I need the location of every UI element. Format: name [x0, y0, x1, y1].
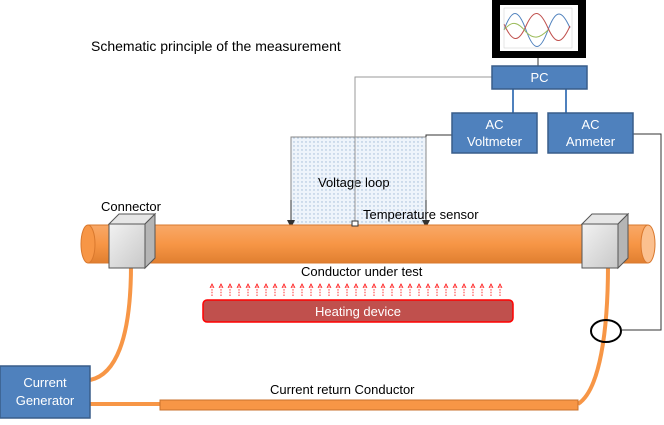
- current-return-label: Current return Conductor: [270, 382, 415, 397]
- heat-arrow: [434, 283, 440, 296]
- ammeter-label-line1: AC: [581, 117, 599, 132]
- heat-arrow: [227, 283, 233, 296]
- heat-arrow: [497, 283, 503, 296]
- heat-arrow: [425, 283, 431, 296]
- heat-arrow: [317, 283, 323, 296]
- heating-device-label: Heating device: [315, 304, 401, 319]
- heat-arrows: [209, 283, 503, 296]
- heat-arrow: [443, 283, 449, 296]
- heat-arrow: [254, 283, 260, 296]
- heat-arrow: [326, 283, 332, 296]
- heat-arrow: [416, 283, 422, 296]
- voltage-loop-area: [290, 136, 427, 228]
- heat-arrow: [272, 283, 278, 296]
- heat-arrow: [308, 283, 314, 296]
- current-return-conductor: [159, 399, 579, 411]
- left-supply-cable: [89, 264, 133, 382]
- heat-arrow: [353, 283, 359, 296]
- ac-ammeter-box: AC Anmeter: [547, 112, 634, 154]
- current-clamp-icon: [590, 319, 622, 343]
- heat-arrow: [236, 283, 242, 296]
- heat-arrow: [290, 283, 296, 296]
- pc-label: PC: [530, 70, 548, 85]
- heat-arrow: [209, 283, 215, 296]
- temperature-sensor-wire: [354, 76, 492, 222]
- connector-label: Connector: [101, 199, 162, 214]
- connector-right: [580, 212, 630, 270]
- conductor-under-test: [80, 224, 656, 264]
- heat-arrow: [407, 283, 413, 296]
- heat-arrow: [362, 283, 368, 296]
- temperature-sensor-label: Temperature sensor: [363, 207, 479, 222]
- pc-box: PC: [491, 65, 588, 90]
- heat-arrow: [389, 283, 395, 296]
- voltage-loop-label: Voltage loop: [318, 175, 390, 190]
- voltmeter-wire: [425, 134, 452, 137]
- heat-arrow: [263, 283, 269, 296]
- conductor-under-test-label: Conductor under test: [301, 264, 423, 279]
- monitor-icon: [492, 0, 586, 58]
- heat-arrow: [335, 283, 341, 296]
- right-supply-cable: [576, 264, 610, 406]
- generator-label-line2: Generator: [16, 393, 75, 408]
- heat-arrow: [299, 283, 305, 296]
- heat-arrow: [488, 283, 494, 296]
- ammeter-label-line2: Anmeter: [566, 134, 616, 149]
- heat-arrow: [398, 283, 404, 296]
- heat-arrow: [344, 283, 350, 296]
- temperature-sensor-dot: [351, 220, 359, 227]
- heat-arrow: [470, 283, 476, 296]
- heat-arrow: [461, 283, 467, 296]
- heat-arrow: [452, 283, 458, 296]
- connector-left: [107, 212, 157, 270]
- heat-arrow: [479, 283, 485, 296]
- heating-device: Heating device: [202, 299, 514, 323]
- voltmeter-label-line1: AC: [485, 117, 503, 132]
- heat-arrow: [281, 283, 287, 296]
- voltmeter-label-line2: Voltmeter: [467, 134, 523, 149]
- heat-arrow: [380, 283, 386, 296]
- ammeter-wire: [622, 133, 662, 331]
- ac-voltmeter-box: AC Voltmeter: [451, 112, 538, 154]
- current-generator-box: Current Generator: [0, 365, 91, 419]
- heat-arrow: [218, 283, 224, 296]
- heat-arrow: [371, 283, 377, 296]
- generator-label-line1: Current: [23, 375, 67, 390]
- heat-arrow: [245, 283, 251, 296]
- diagram-title: Schematic principle of the measurement: [91, 38, 341, 54]
